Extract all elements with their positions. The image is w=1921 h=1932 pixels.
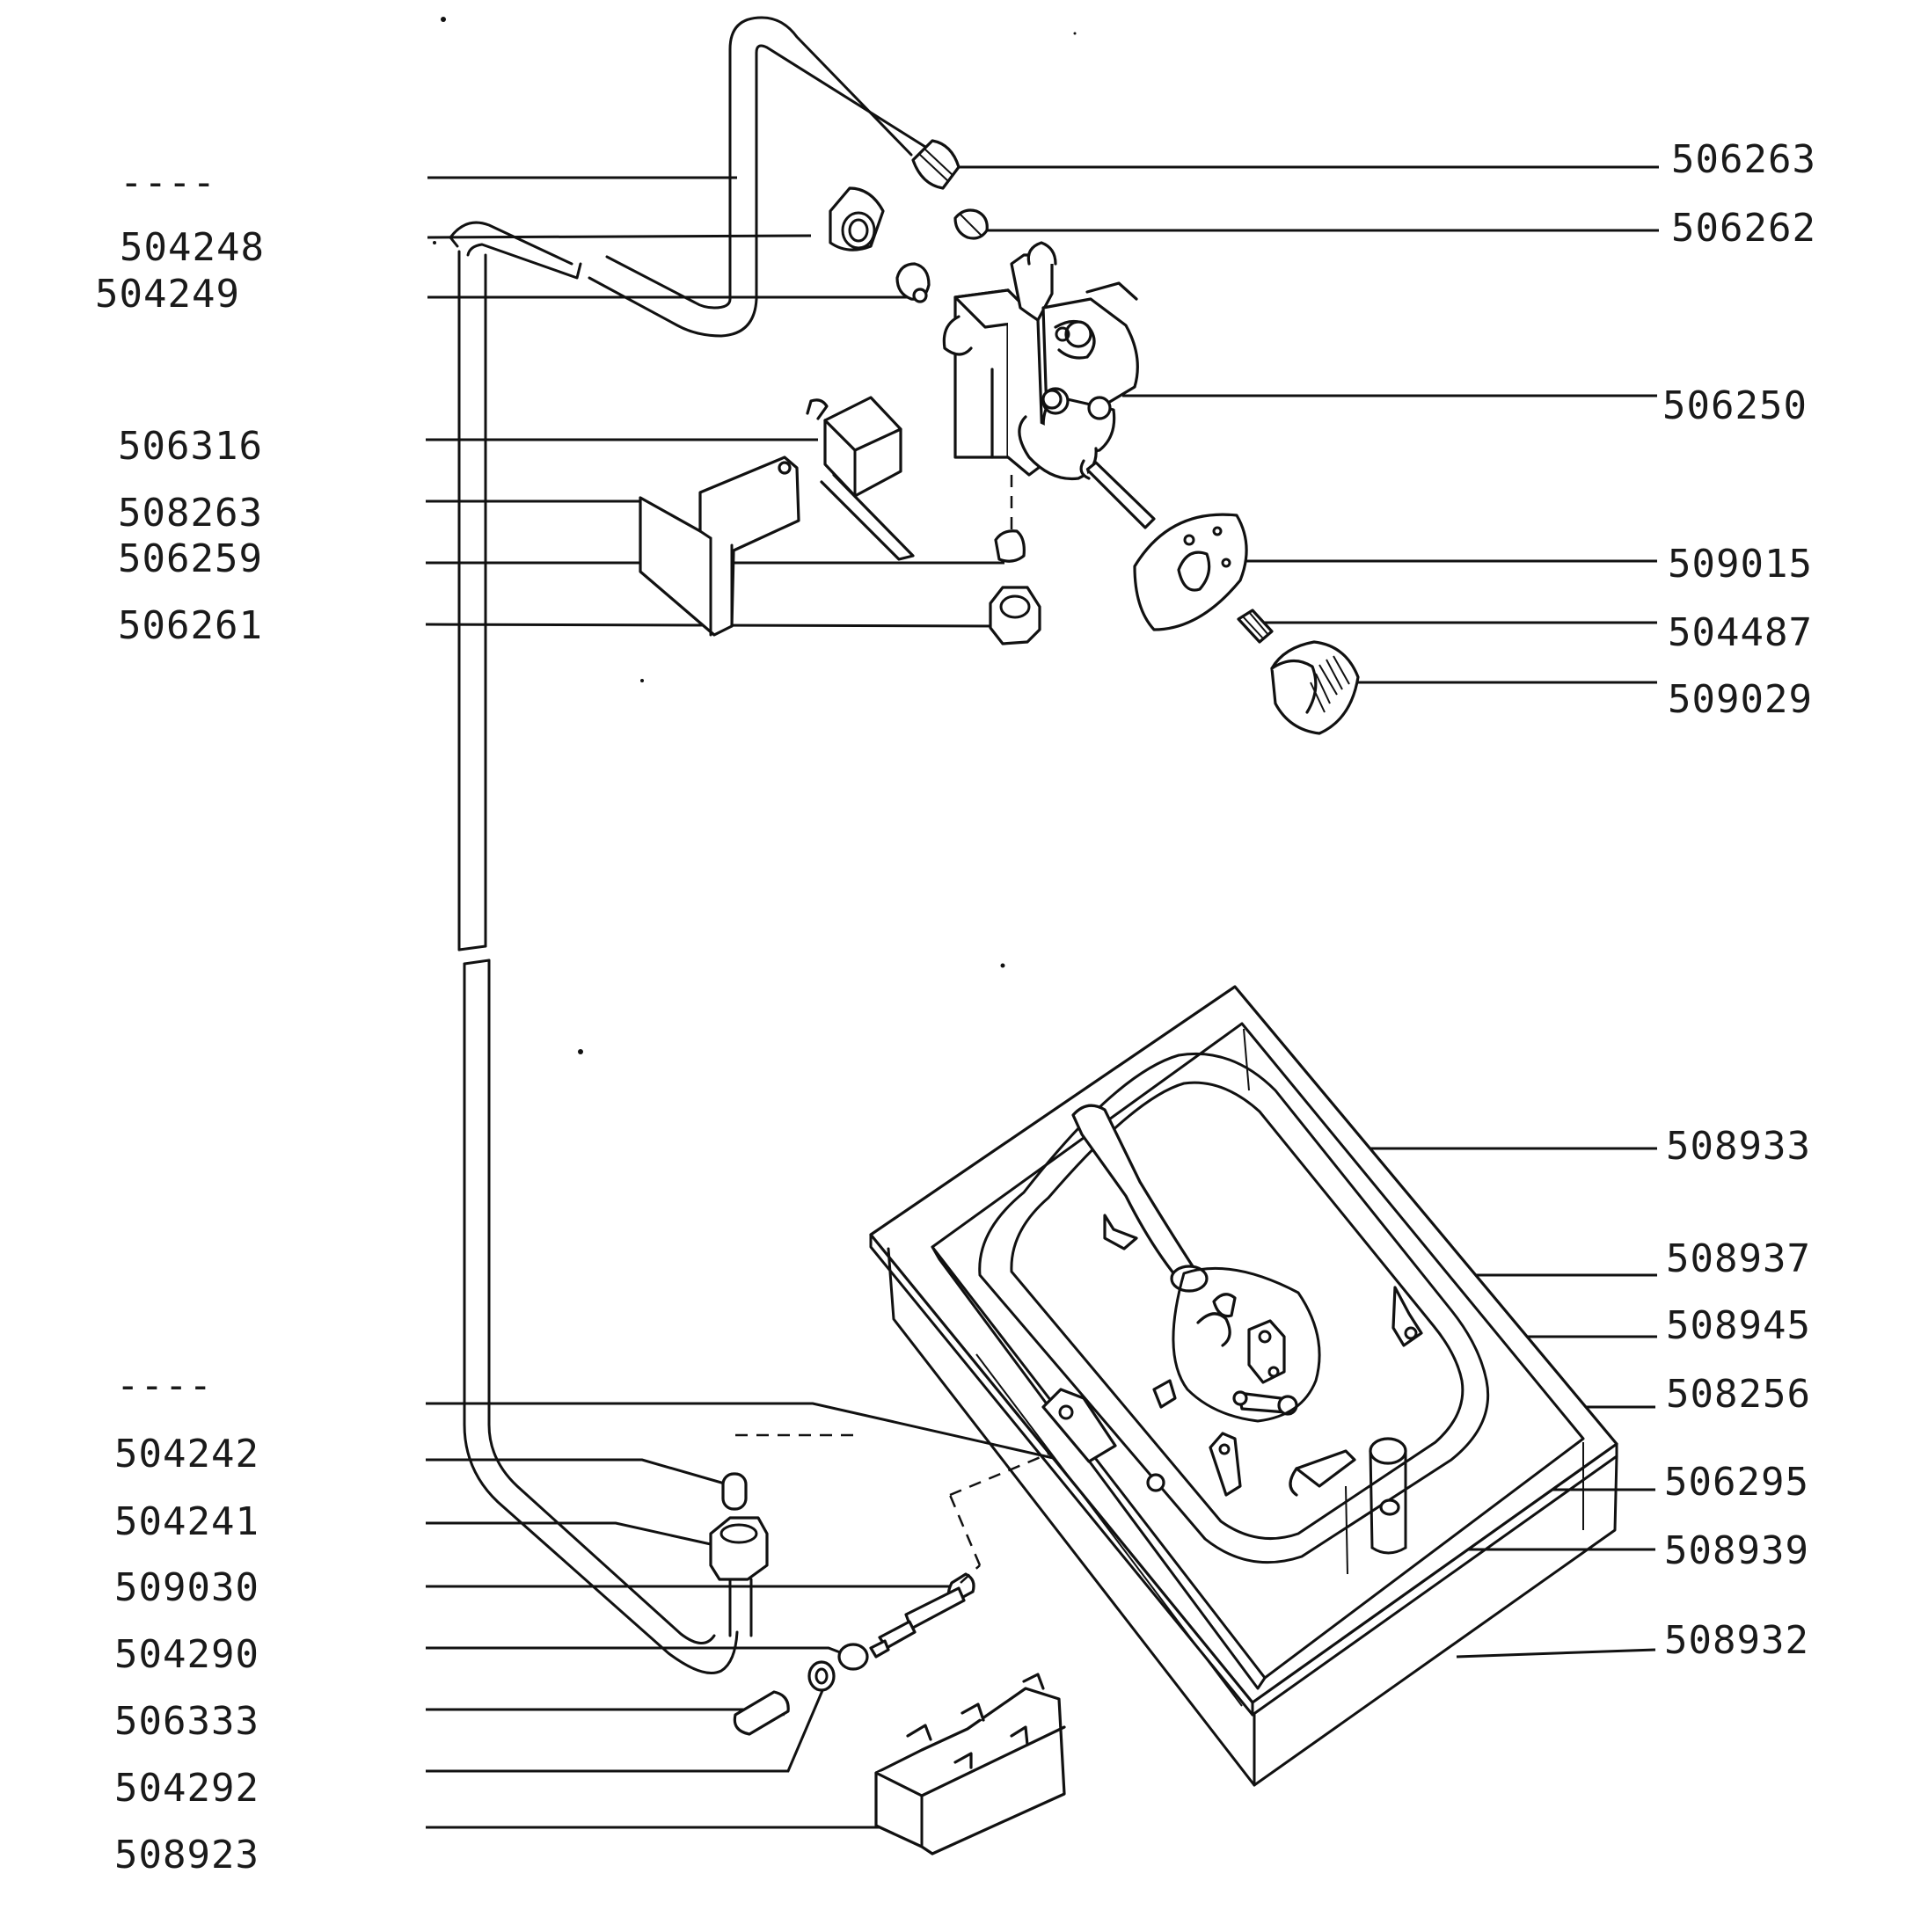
speck-5 [578, 1049, 583, 1054]
label-506262: 506262 [1671, 206, 1816, 251]
leader-508932 [1456, 1648, 1656, 1659]
label-509029: 509029 [1668, 677, 1813, 722]
pipe-bend-outer [605, 255, 732, 310]
part-flame-shield [1041, 1379, 1177, 1463]
speck-4 [1000, 963, 1005, 968]
label-506259: 506259 [118, 536, 263, 581]
label-504241: 504241 [114, 1499, 259, 1544]
part-506259-olive [994, 529, 1026, 563]
speck-1 [441, 17, 446, 22]
label-508937: 508937 [1666, 1236, 1811, 1281]
label-506295: 506295 [1664, 1460, 1809, 1505]
label-504248: 504248 [120, 225, 265, 270]
burner-head-plate [1172, 1266, 1321, 1423]
part-508945-thermocouple-holder [1247, 1319, 1286, 1384]
part-508937-bracket [1196, 1293, 1237, 1347]
leader-504248 [427, 234, 812, 239]
dash-thermocouple-2 [948, 1494, 982, 1566]
speck-3 [640, 679, 644, 682]
part-506316-microswitch [806, 396, 915, 561]
label-509030: 509030 [114, 1565, 259, 1610]
label-504487: 504487 [1668, 610, 1813, 655]
left-label-column: ---- 504248 504249 506316 508263 506259 … [95, 160, 265, 1877]
label-508932: 508932 [1664, 1618, 1809, 1663]
label-506250: 506250 [1662, 383, 1808, 428]
pipe-top-outer [728, 16, 913, 301]
label-508933: 508933 [1666, 1124, 1811, 1169]
dash-thermocouple-1 [960, 1564, 981, 1584]
part-ignition-stud [1209, 1432, 1242, 1497]
part-tray-screw [1146, 1473, 1165, 1492]
part-504487-spring [1237, 609, 1274, 644]
part-504249-olive [895, 262, 931, 303]
label-504290: 504290 [114, 1632, 259, 1677]
label-504242: 504242 [114, 1432, 259, 1476]
label-504292: 504292 [114, 1766, 259, 1811]
leader-504292 [426, 1675, 830, 1773]
speck-6 [1073, 32, 1077, 35]
pipe-bottom-outer [463, 1423, 739, 1674]
leader-504290 [426, 1646, 852, 1659]
part-508932-tray [869, 985, 1618, 1787]
part-504242-olive [721, 1472, 748, 1511]
pipe-left-top-inner [466, 243, 582, 280]
label-506261: 506261 [118, 603, 263, 648]
part-508923-bracket [874, 1673, 1066, 1855]
part-506250-gas-valve [942, 241, 1156, 529]
label-508939: 508939 [1664, 1528, 1809, 1573]
part-508939-tube [1369, 1437, 1407, 1555]
part-506295-clip [1289, 1449, 1356, 1497]
label-dashes-bottom: ---- [116, 1363, 213, 1408]
pipe-top-inner [755, 44, 934, 301]
leader-504241 [426, 1521, 727, 1549]
part-506263-fitting [911, 139, 960, 190]
part-506333-sleeve [733, 1690, 790, 1736]
label-506263: 506263 [1671, 137, 1816, 182]
pipe-break-top [457, 944, 487, 951]
part-504241-nut [709, 1516, 769, 1637]
part-509015-escutcheon [1133, 513, 1248, 631]
label-508945: 508945 [1666, 1303, 1811, 1348]
part-508933-burner-ring [978, 1052, 1490, 1564]
gas-pipe [449, 16, 934, 1674]
label-506316: 506316 [118, 424, 263, 469]
pipe-bend-inner [588, 276, 758, 338]
label-508256: 508256 [1666, 1372, 1811, 1417]
pipe-top-elbow [449, 221, 573, 266]
pipe-break-bottom [463, 959, 491, 966]
label-dashes-top: ---- [120, 160, 216, 205]
pipe-bottom-inner [487, 1423, 716, 1644]
label-508263: 508263 [118, 491, 263, 536]
speck-2 [433, 241, 436, 244]
label-508923: 508923 [114, 1833, 259, 1877]
label-504249: 504249 [95, 272, 240, 317]
label-506333: 506333 [114, 1699, 259, 1744]
part-506261-nut [989, 586, 1041, 645]
part-508263-bracket [639, 456, 800, 637]
part-509029-knob [1270, 640, 1360, 735]
part-509030-thermocouple-tip [869, 1572, 975, 1659]
part-506262-nut [953, 208, 989, 240]
knob-knurl [1310, 655, 1350, 713]
leader-506333 [426, 1708, 785, 1717]
part-504290-ring [837, 1643, 869, 1671]
right-label-column: 506263 506262 506250 509015 504487 50902… [1662, 137, 1816, 1663]
part-504248-nut [829, 186, 885, 252]
label-509015: 509015 [1668, 542, 1813, 587]
part-504292-washer [807, 1660, 836, 1692]
